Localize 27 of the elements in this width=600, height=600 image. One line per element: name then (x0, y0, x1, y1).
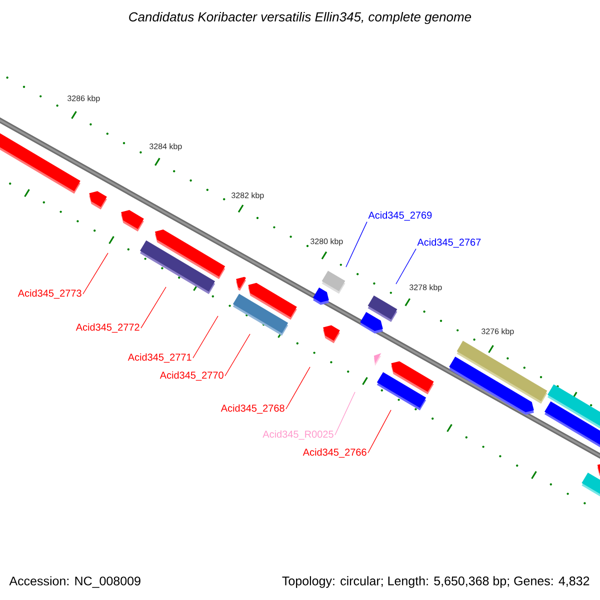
leader-line (286, 366, 310, 410)
gene-label: Acid345_2773 (18, 289, 82, 299)
leader-line (334, 392, 356, 436)
leader-line (346, 221, 368, 268)
gene-label: Acid345_2772 (76, 323, 140, 333)
tick-label: 3278 kbp (410, 284, 442, 292)
gene-label: Acid345_2766 (302, 448, 366, 458)
gene-label: Acid345_R0025 (262, 430, 334, 440)
tick-label: 3276 kbp (482, 328, 514, 336)
leader-line (368, 410, 392, 454)
gene-label: Acid345_2770 (160, 371, 224, 381)
tick-label: 3280 kbp (310, 238, 343, 246)
leader-line (192, 316, 218, 358)
tick-label: 3282 kbp (232, 192, 264, 200)
leader-line (396, 248, 416, 284)
title: Candidatus Koribacter versatilis Ellin345, complete genome (129, 12, 472, 24)
gene-label: Acid345_2768 (220, 404, 284, 414)
tick-label: 3284 kbp (150, 143, 182, 151)
accession-text: Accession: NC_008009 (9, 576, 140, 588)
tick-label: 3286 kbp (68, 95, 100, 103)
leader-line (82, 252, 108, 294)
gene-label: Acid345_2769 (368, 211, 432, 221)
gene-label: Acid345_2767 (417, 238, 481, 248)
leader-line (140, 286, 166, 328)
leader-line (224, 334, 250, 376)
genome-info-text: Topology: circular; Length: 5,650,368 bp; Genes: 4,832 (282, 576, 590, 588)
gene-label: Acid345_2771 (128, 353, 192, 363)
